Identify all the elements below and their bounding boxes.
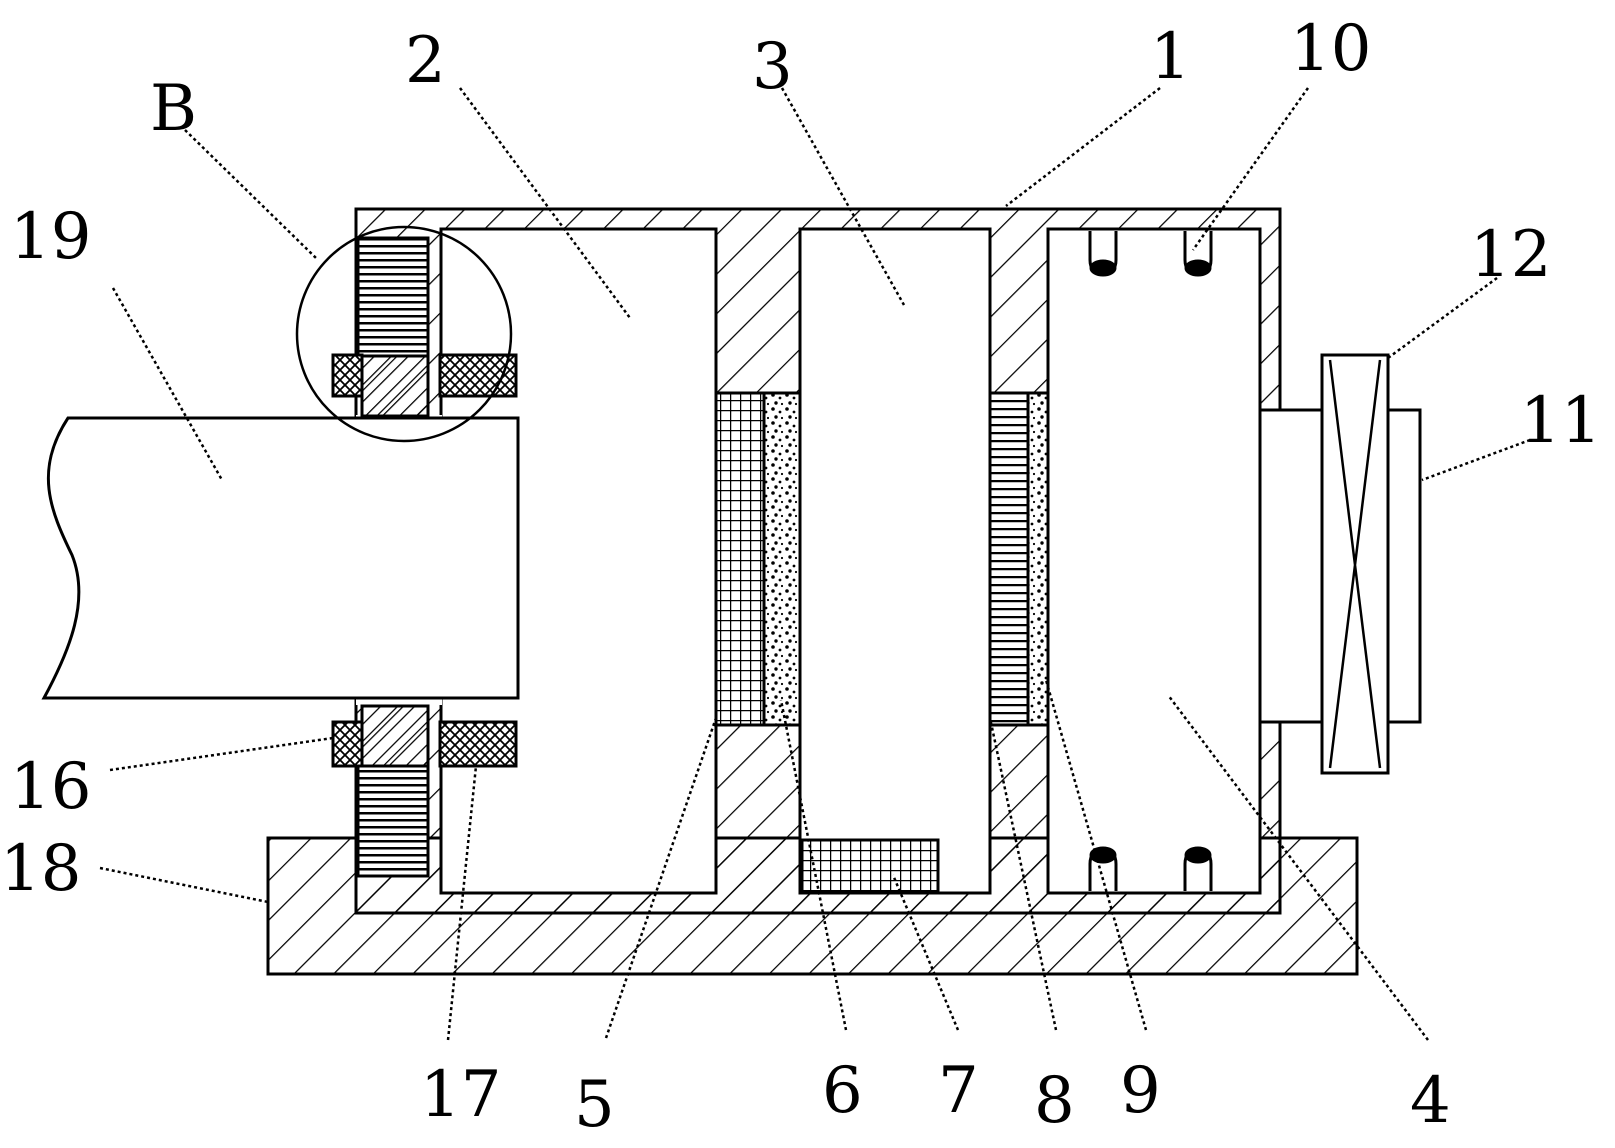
- foam-layer-6: [762, 391, 802, 727]
- label-6: 6: [822, 1054, 863, 1128]
- leader-lines: [99, 87, 1531, 1041]
- label-5: 5: [574, 1068, 615, 1142]
- label-3: 3: [752, 30, 793, 104]
- top-bolt-head: [360, 354, 430, 418]
- bottom-nozzles: [1088, 846, 1213, 891]
- top-washer-left: [331, 353, 364, 398]
- filter-lines-8: [988, 391, 1030, 727]
- mesh-block-7: [800, 838, 940, 894]
- bottom-washer-17: [438, 720, 518, 768]
- label-11: 11: [1520, 384, 1601, 458]
- label-18: 18: [0, 832, 81, 906]
- label-4: 4: [1410, 1064, 1451, 1138]
- bottom-bolt-head: [360, 704, 430, 768]
- detail-circle-B: [295, 225, 513, 443]
- outlet-cap-11: [1386, 408, 1422, 724]
- label-9: 9: [1120, 1054, 1161, 1128]
- chamber-4: [1046, 227, 1262, 895]
- label-12: 12: [1470, 218, 1551, 292]
- outlet-flange: [1258, 408, 1324, 724]
- pipe-19: [41, 416, 520, 700]
- top-washer-right: [438, 353, 518, 398]
- bottom-washer-16: [331, 720, 364, 768]
- label-2: 2: [405, 24, 446, 98]
- chamber-3: [798, 227, 992, 895]
- filter-grid-5: [714, 391, 766, 727]
- label-7: 7: [938, 1054, 979, 1128]
- label-1: 1: [1150, 20, 1191, 94]
- bottom-bolt-thread: [356, 764, 430, 878]
- label-19: 19: [10, 200, 91, 274]
- top-bolt-thread: [356, 236, 430, 358]
- top-nozzles-10: [1088, 231, 1213, 277]
- label-16: 16: [10, 750, 91, 824]
- label-17: 17: [420, 1058, 501, 1132]
- label-B: B: [150, 72, 197, 146]
- foam-layer-9: [1026, 391, 1050, 727]
- label-8: 8: [1034, 1064, 1075, 1138]
- fan-blade: [1328, 359, 1382, 769]
- label-10: 10: [1290, 12, 1371, 86]
